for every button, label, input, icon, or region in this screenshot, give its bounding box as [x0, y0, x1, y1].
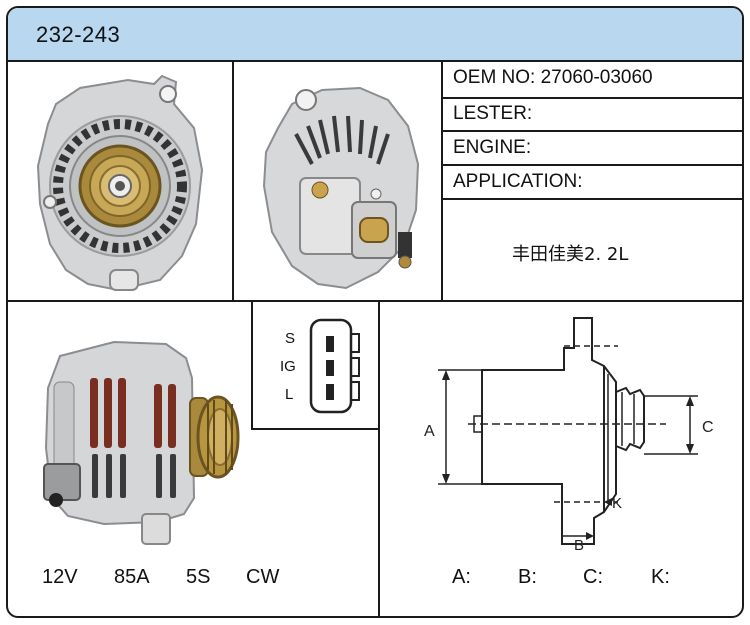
dim-b-label: B [574, 537, 584, 553]
spec-grooves: 5S [186, 566, 211, 588]
info-row-line-1 [441, 97, 742, 99]
connector-pin-ig-label: IG [280, 358, 296, 375]
header-bar: 232-243 [8, 8, 742, 62]
lester-label: LESTER: [453, 103, 533, 124]
dimension-diagram: A C K B [408, 308, 728, 553]
spec-amperage: 85A [114, 566, 150, 588]
alternator-side-photo [34, 338, 240, 550]
dim-k-label: K [612, 495, 622, 512]
dim-c-label: C [702, 419, 714, 436]
dim-field-c: C: [583, 566, 603, 588]
connector-diagram: S IG L [251, 302, 380, 430]
divider-v-photos [232, 60, 234, 302]
application-label: APPLICATION: [453, 171, 583, 192]
divider-v-bottom [378, 300, 380, 616]
dim-field-b: B: [518, 566, 537, 588]
connector-pin-l-label: L [285, 386, 294, 403]
info-row-line-3 [441, 164, 742, 166]
dim-a-label: A [424, 423, 435, 440]
spec-voltage: 12V [42, 566, 78, 588]
alternator-front-photo [36, 74, 206, 296]
connector-plug-icon [309, 318, 360, 414]
alternator-rear-photo [256, 82, 428, 296]
info-row-line-4 [441, 198, 742, 200]
application-value: 丰田佳美2. 2L [512, 244, 629, 265]
engine-label: ENGINE: [453, 137, 532, 158]
product-sheet: 232-243 OEM NO: 27060-03060 LESTER: ENGI… [6, 6, 744, 618]
divider-v-info [441, 60, 443, 302]
spec-rotation: CW [246, 566, 280, 588]
divider-h-mid [8, 300, 742, 302]
model-number: 232-243 [36, 22, 121, 47]
info-row-line-2 [441, 130, 742, 132]
connector-pin-s-label: S [285, 330, 296, 347]
oem-number: OEM NO: 27060-03060 [453, 67, 653, 88]
dim-field-k: K: [651, 566, 670, 588]
dim-field-a: A: [452, 566, 471, 588]
